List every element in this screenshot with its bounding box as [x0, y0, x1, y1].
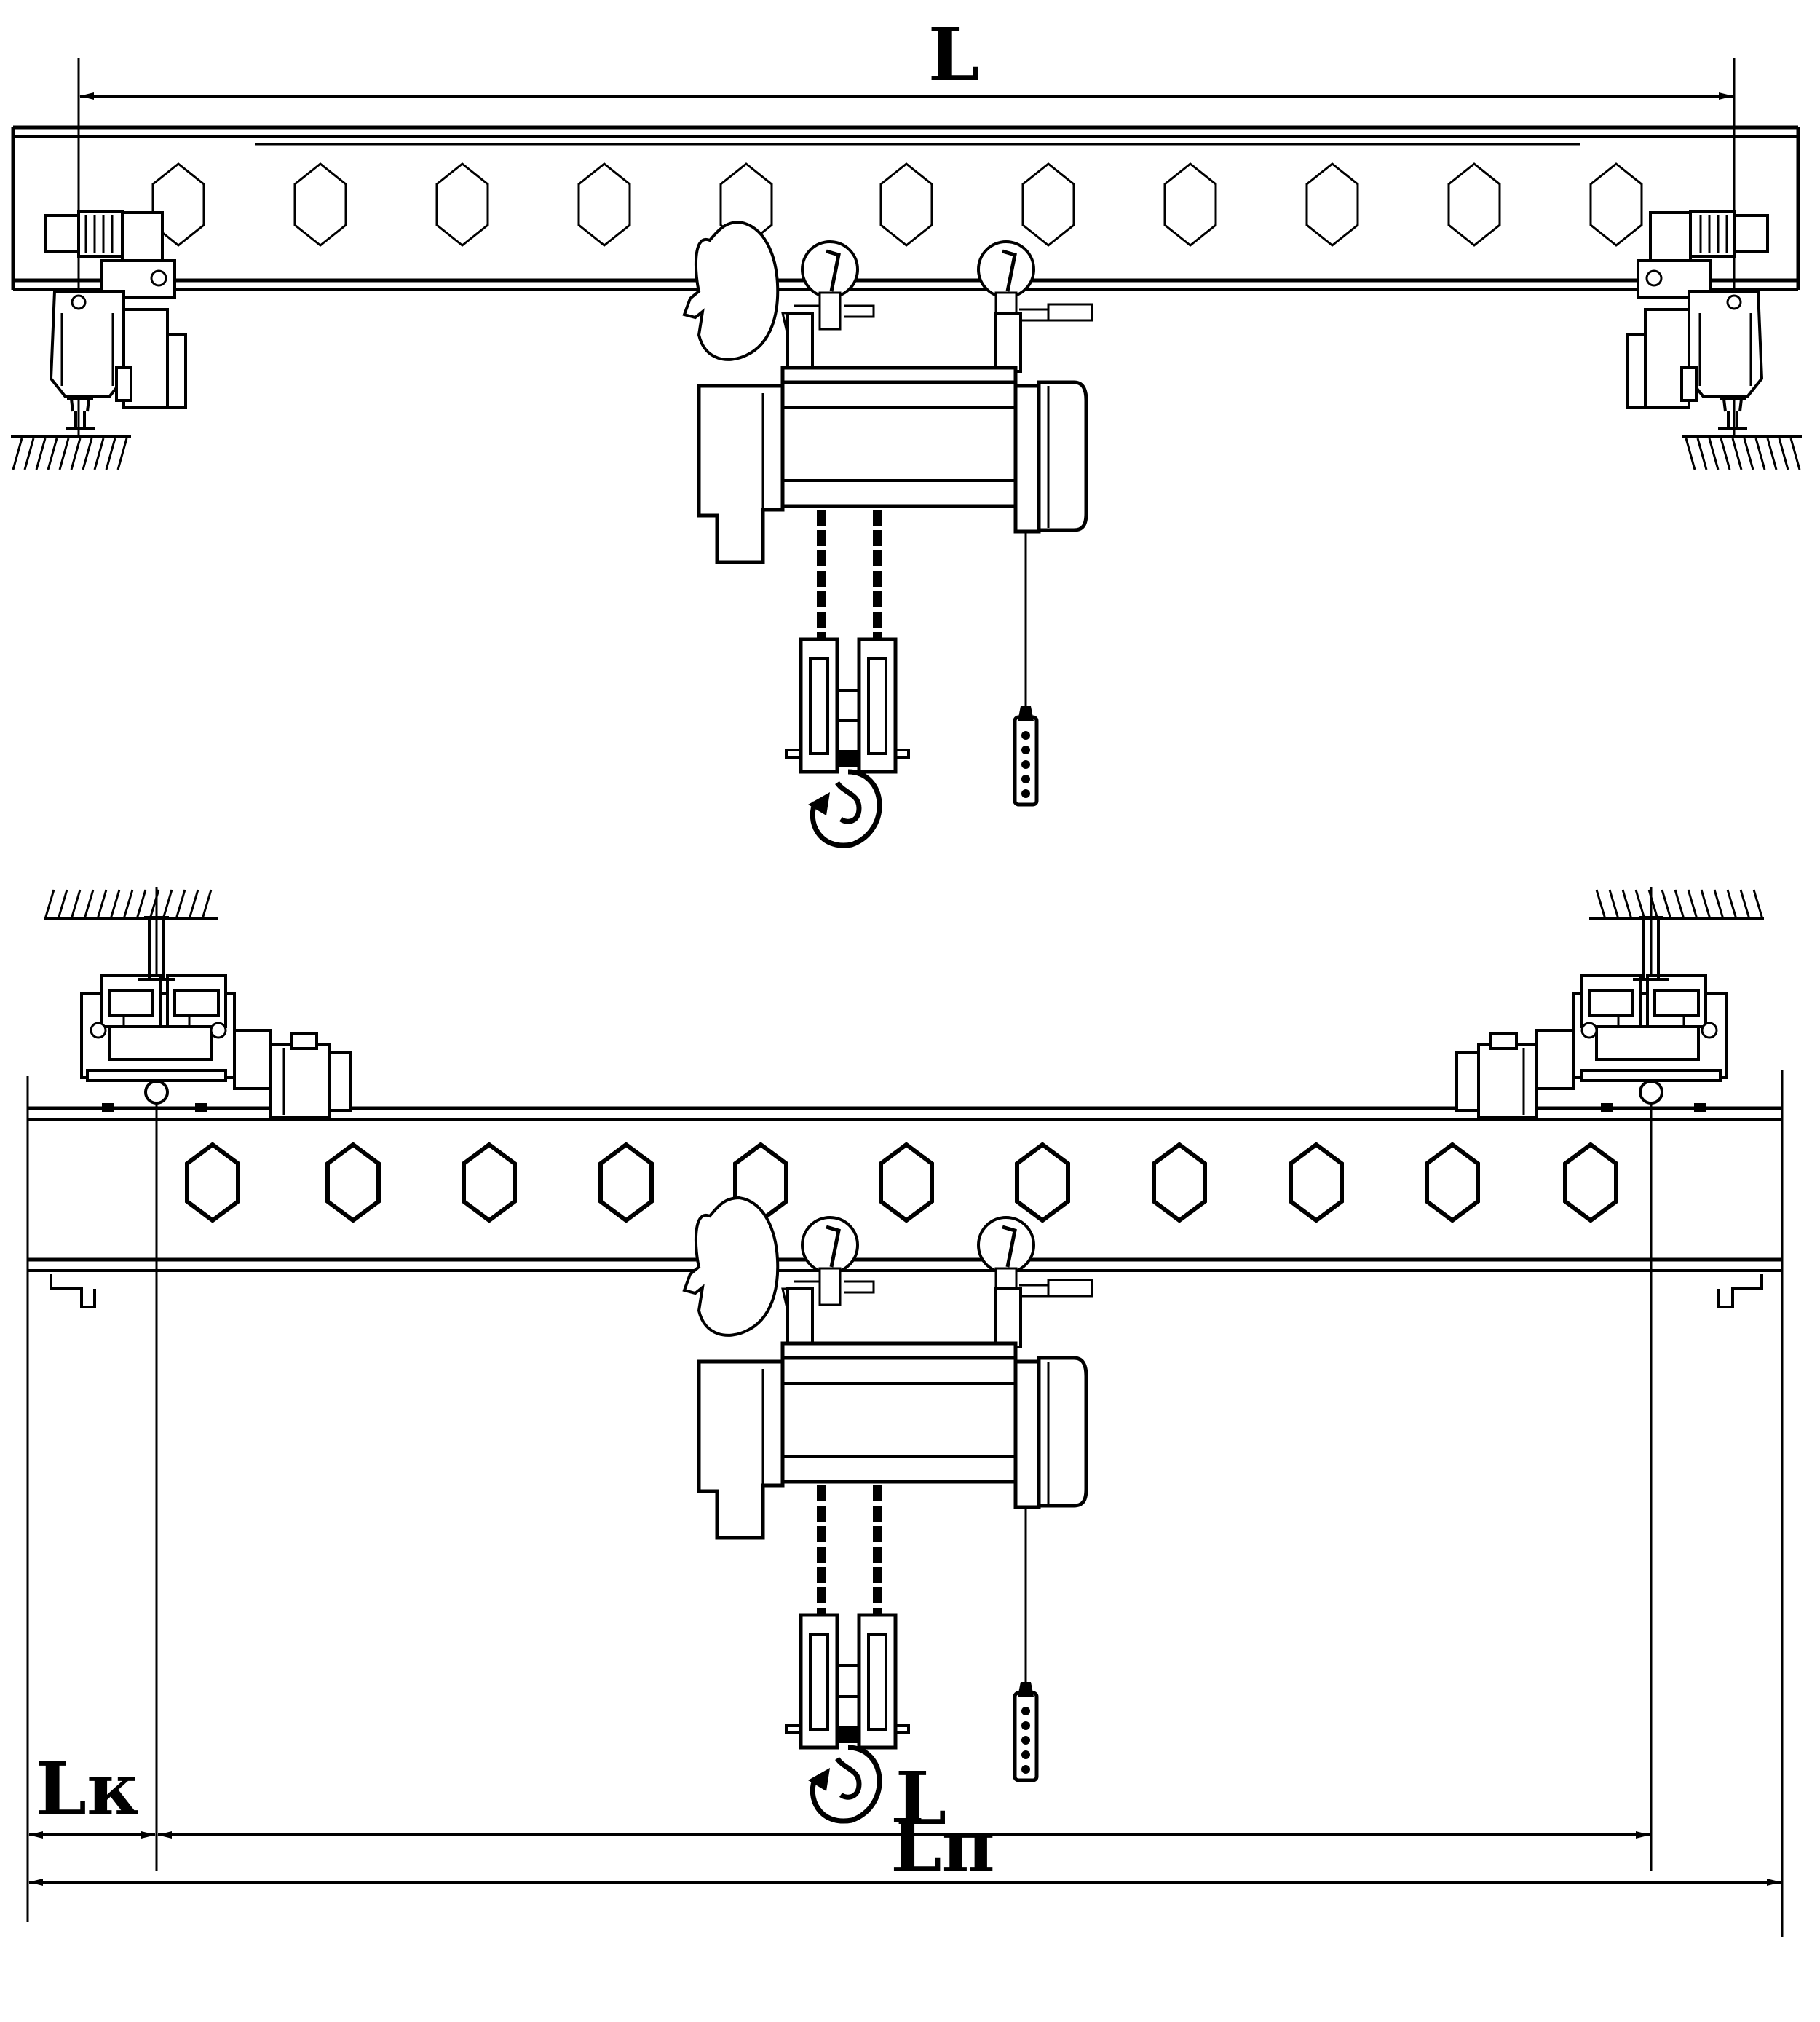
top-view: L [9, 12, 1803, 845]
top-end-truck-left [9, 210, 187, 471]
bottom-girder [28, 1106, 1782, 1308]
bottom-end-truck-left [42, 888, 352, 1119]
cantilever-label: Lк [36, 1746, 140, 1832]
bottom-end-truck-right [1455, 888, 1765, 1119]
top-girder [11, 125, 1800, 291]
top-span-label: L [928, 12, 979, 98]
top-hoist [684, 222, 1092, 845]
top-end-truck-right [1626, 210, 1803, 471]
bottom-view: Lк L Lп [26, 887, 1784, 1937]
total-length-label: Lп [890, 1803, 995, 1889]
bottom-hoist [684, 1198, 1092, 1821]
bottom-span-label: L [895, 1756, 946, 1841]
